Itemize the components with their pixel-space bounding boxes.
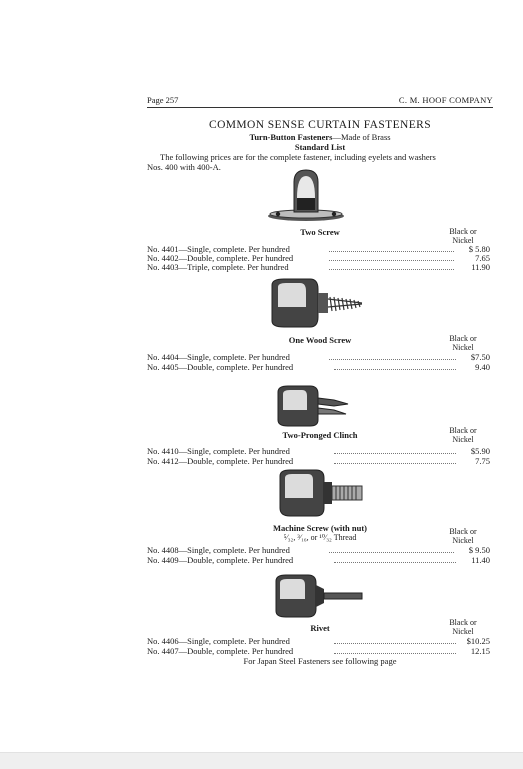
page-subtitle: Turn-Button Fasteners—Made of Brass: [147, 132, 493, 142]
price-row: No. 4410—Single, complete. Per hundred $5…: [147, 446, 490, 456]
standard-list-label: Standard List: [294, 142, 346, 152]
section-caption: Rivet: [310, 623, 330, 633]
price-row: No. 4409—Double, complete. Per hundred 11…: [147, 555, 490, 565]
subtitle-bold: Turn-Button Fasteners: [249, 132, 333, 142]
price-row: No. 4406—Single, complete. Per hundred $1…: [147, 636, 490, 646]
leader-dots: [329, 359, 456, 360]
wood-screw-fastener-icon: [271, 278, 363, 328]
section-caption: Two-Pronged Clinch: [282, 430, 358, 440]
row-label: No. 4402—Double, complete. Per hundred: [147, 253, 294, 263]
subtitle-rest: —Made of Brass: [332, 132, 391, 142]
section-caption: Machine Screw (with nut): [272, 523, 368, 533]
row-label: No. 4406—Single, complete. Per hundred: [147, 636, 290, 646]
intro-line-2: Nos. 400 with 400-A.: [147, 162, 221, 172]
row-label: No. 4405—Double, complete. Per hundred: [147, 362, 294, 372]
row-price: 11.90: [471, 262, 490, 272]
row-label: No. 4408—Single, complete. Per hundred: [147, 545, 290, 555]
machine-screw-fastener-icon: [279, 469, 363, 517]
row-label: No. 4407—Double, complete. Per hundred: [147, 646, 294, 656]
thread-sizes: ⁵⁄₃₂, ³⁄₁₆, or ¹⁰⁄₃₂ Thread: [283, 533, 357, 542]
row-price: $ 9.50: [468, 545, 490, 555]
leader-dots: [334, 643, 456, 644]
intro-line-1: The following prices are for the complet…: [160, 152, 436, 162]
row-price: 7.75: [475, 456, 490, 466]
page-header: Page 257 C. M. HOOF COMPANY: [147, 95, 493, 109]
leader-dots: [329, 552, 454, 553]
price-row: No. 4412—Double, complete. Per hundred 7.…: [147, 456, 490, 466]
company-name: C. M. HOOF COMPANY: [398, 95, 493, 105]
price-row: No. 4405—Double, complete. Per hundred 9.…: [147, 362, 490, 372]
price-row: No. 4408—Single, complete. Per hundred $ …: [147, 545, 490, 555]
row-price: $ 5.80: [468, 244, 490, 254]
header-rule: [147, 107, 493, 108]
two-screw-fastener-icon: [268, 169, 344, 221]
leader-dots: [329, 260, 454, 261]
row-price: $10.25: [466, 636, 490, 646]
row-price: 11.40: [471, 555, 490, 565]
row-price: 12.15: [470, 646, 490, 656]
row-price: 7.65: [475, 253, 490, 263]
row-label: No. 4404—Single, complete. Per hundred: [147, 352, 290, 362]
price-row: No. 4404—Single, complete. Per hundred $7…: [147, 352, 490, 362]
row-label: No. 4401—Single, complete. Per hundred: [147, 244, 290, 254]
row-label: No. 4409—Double, complete. Per hundred: [147, 555, 294, 565]
price-row: No. 4402—Double, complete. Per hundred 7.…: [147, 253, 490, 263]
row-price: $5.90: [470, 446, 490, 456]
section-caption: Two Screw: [300, 227, 340, 237]
row-price: $7.50: [470, 352, 490, 362]
row-label: No. 4403—Triple, complete. Per hundred: [147, 262, 289, 272]
leader-dots: [334, 369, 456, 370]
leader-dots: [334, 463, 456, 464]
leader-dots: [334, 653, 456, 654]
clinch-fastener-icon: [277, 385, 349, 427]
section-caption: One Wood Screw: [288, 335, 352, 345]
page-title: COMMON SENSE CURTAIN FASTENERS: [209, 119, 431, 131]
price-row: No. 4407—Double, complete. Per hundred 12…: [147, 646, 490, 656]
row-label: No. 4410—Single, complete. Per hundred: [147, 446, 290, 456]
leader-dots: [329, 269, 454, 270]
leader-dots: [334, 453, 456, 454]
bottom-scroll-band: [0, 752, 523, 769]
footer-note: For Japan Steel Fasteners see following …: [243, 656, 397, 666]
page-number: Page 257: [147, 95, 179, 105]
leader-dots: [334, 562, 456, 563]
price-row: No. 4403—Triple, complete. Per hundred 11…: [147, 262, 490, 272]
leader-dots: [329, 251, 454, 252]
rivet-fastener-icon: [275, 574, 363, 618]
row-price: 9.40: [475, 362, 490, 372]
price-row: No. 4401—Single, complete. Per hundred $ …: [147, 244, 490, 254]
row-label: No. 4412—Double, complete. Per hundred: [147, 456, 294, 466]
